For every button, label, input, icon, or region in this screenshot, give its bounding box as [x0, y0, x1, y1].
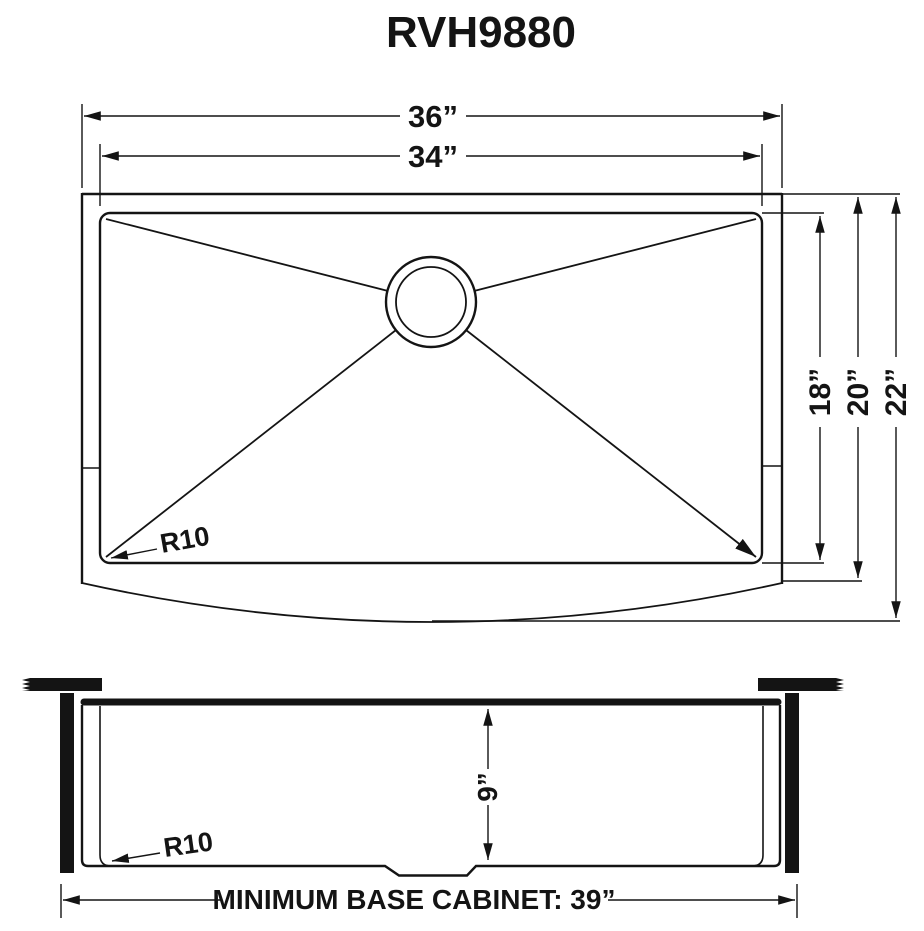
page-title: RVH9880: [386, 8, 576, 57]
cabinet-wall-left: [60, 693, 74, 873]
corner-radius-label: R10: [158, 521, 212, 559]
dim-label-rim-depth: 20”: [842, 368, 875, 416]
dim-label-outer-width: 36”: [408, 99, 458, 134]
base-cabinet-note: MINIMUM BASE CABINET: 39”: [213, 884, 616, 915]
leader-line: [111, 852, 161, 863]
cabinet-wall-right: [785, 693, 799, 873]
slope-line: [473, 218, 757, 292]
bowl-wall-left: [99, 706, 112, 867]
bowl-wall-right: [751, 706, 764, 867]
bowl-outline: [98, 211, 764, 565]
leader-line: [110, 548, 158, 560]
dim-label-inner-width: 34”: [408, 139, 458, 174]
dim-label-overall-depth: 22”: [880, 368, 913, 416]
corner-radius-label: R10: [162, 826, 215, 863]
slope-line: [465, 329, 757, 558]
top-view: 36” 34” R10 18” 20”: [80, 99, 913, 623]
drain-circle-inner: [395, 266, 467, 338]
countertop-left: [22, 678, 102, 691]
dim-label-inner-depth: 18”: [804, 368, 837, 416]
slope-line: [105, 329, 397, 558]
countertop-right: [758, 678, 844, 691]
slope-line: [105, 218, 389, 292]
apron-front-curve: [81, 582, 783, 623]
drain-circle-outer: [384, 255, 478, 349]
front-view: R10 9” MINIMUM BASE CABINET: 39”: [22, 678, 844, 918]
sink-body-outline: [80, 705, 782, 877]
dim-label-bowl-depth: 9”: [472, 772, 503, 802]
